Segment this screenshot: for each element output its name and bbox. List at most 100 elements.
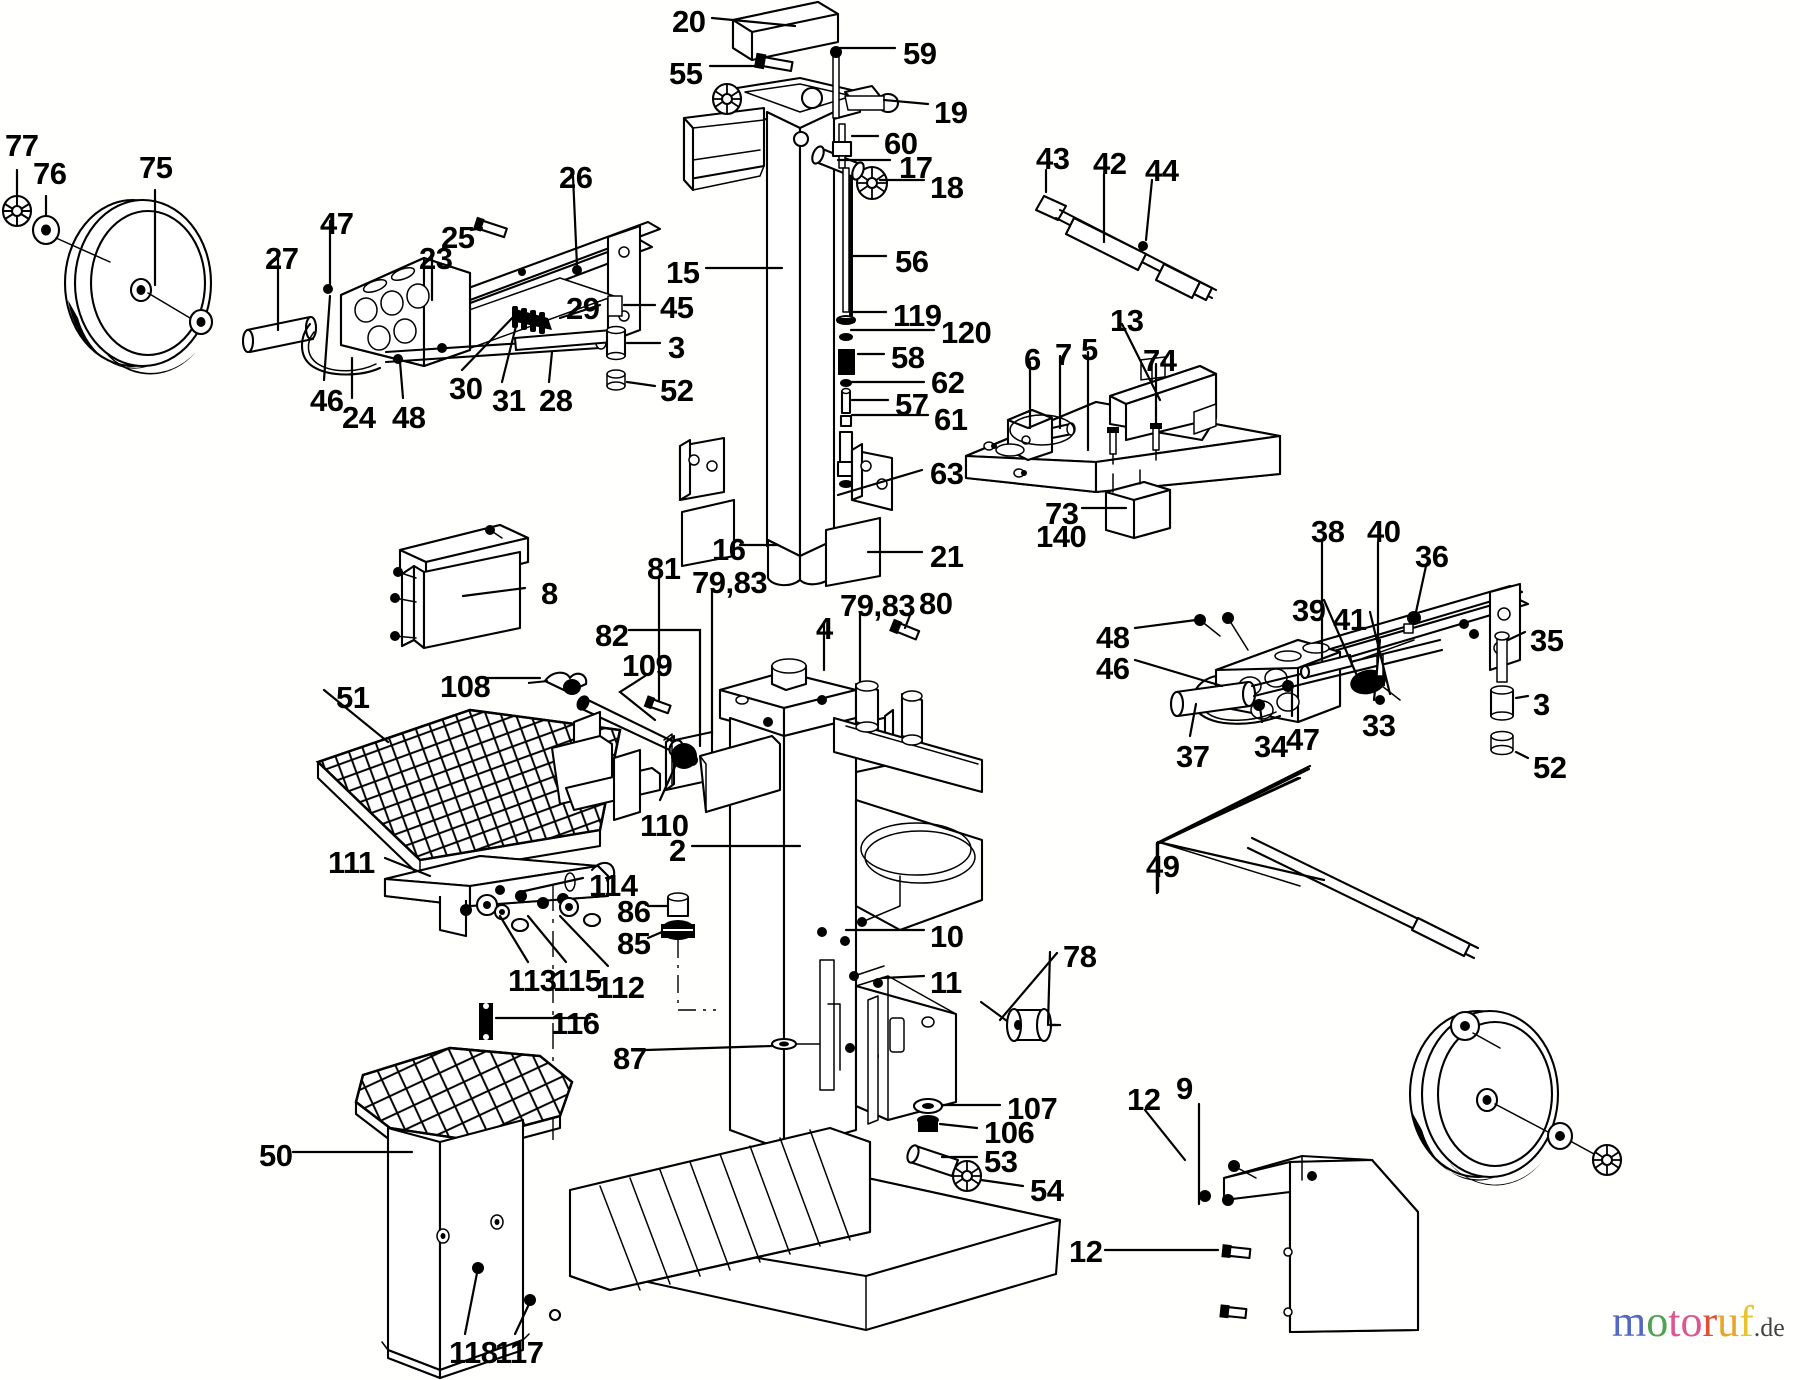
callout-35: 35 [1530, 623, 1564, 658]
callout-9: 9 [1176, 1071, 1193, 1106]
callout-117: 117 [495, 1335, 544, 1370]
callout-73: 73 [1045, 496, 1079, 531]
callout-7: 7 [1055, 337, 1072, 372]
callout-46-left: 46 [310, 383, 344, 418]
callout-46-right: 46 [1096, 651, 1130, 686]
callout-43: 43 [1036, 141, 1070, 176]
valve-handle-assembly-right [1133, 540, 1530, 960]
callout-38: 38 [1311, 514, 1345, 549]
callout-8: 8 [541, 576, 558, 611]
callout-45: 45 [660, 290, 694, 325]
callout-80: 80 [919, 586, 953, 621]
watermark-letter-m: m [1612, 1297, 1647, 1346]
callout-52-right: 52 [1533, 750, 1567, 785]
callout-76: 76 [33, 156, 67, 191]
base-plate-assembly [964, 322, 1282, 540]
callout-118: 118 [449, 1335, 498, 1370]
callout-31: 31 [492, 383, 526, 418]
callout-23: 23 [419, 241, 453, 276]
callout-140: 140 [1036, 519, 1087, 554]
callout-6: 6 [1024, 342, 1041, 377]
callout-24: 24 [342, 400, 376, 435]
callout-75: 75 [139, 150, 173, 185]
callout-15: 15 [666, 255, 700, 290]
callout-44: 44 [1145, 153, 1179, 188]
callout-77: 77 [5, 128, 39, 163]
callout-108: 108 [440, 669, 491, 704]
callout-2: 2 [669, 833, 686, 868]
callout-42: 42 [1093, 146, 1127, 181]
callout-63: 63 [930, 456, 964, 491]
callout-12-lower: 12 [1069, 1234, 1103, 1269]
watermark-letter-r: r [1702, 1297, 1718, 1346]
watermark-suffix: .de [1753, 1313, 1785, 1342]
beam-top-assembly [678, 0, 936, 588]
callout-50: 50 [259, 1138, 293, 1173]
motoruf-watermark: motoruf.de [1612, 1300, 1785, 1344]
callout-78: 78 [1063, 939, 1097, 974]
main-frame-lower [568, 620, 1062, 1332]
callout-4: 4 [816, 611, 833, 646]
callout-54: 54 [1030, 1173, 1064, 1208]
callout-62: 62 [931, 365, 965, 400]
callout-87: 87 [613, 1041, 647, 1076]
callout-48-right: 48 [1096, 620, 1130, 655]
watermark-letter-o1: o [1646, 1297, 1669, 1346]
callout-115: 115 [553, 963, 602, 998]
watermark-letter-u: u [1717, 1297, 1740, 1346]
callout-12-upper: 12 [1127, 1082, 1161, 1117]
watermark-letter-f: f [1739, 1297, 1754, 1346]
callout-111: 111 [328, 845, 375, 880]
callout-116: 116 [551, 1006, 600, 1041]
callout-17: 17 [899, 150, 933, 185]
callout-33: 33 [1362, 708, 1396, 743]
guard-9-assembly [1103, 1102, 1420, 1334]
wheel-assembly-right [1408, 1009, 1623, 1186]
callout-11: 11 [930, 965, 962, 1000]
callout-49: 49 [1146, 849, 1180, 884]
ram-rod-assembly [1034, 168, 1218, 302]
callout-82: 82 [595, 618, 629, 653]
callout-79-83-a: 79,83 [692, 565, 768, 600]
callout-112: 112 [596, 970, 645, 1005]
callout-28: 28 [539, 383, 573, 418]
callout-74: 74 [1143, 343, 1177, 378]
roller-78-and-fasteners [906, 950, 1062, 1193]
valve-handle-assembly-left [241, 174, 662, 400]
callout-5: 5 [1081, 332, 1098, 367]
callout-30: 30 [449, 371, 483, 406]
callout-85: 85 [617, 926, 651, 961]
callout-113: 113 [508, 963, 557, 998]
callout-51: 51 [336, 680, 370, 715]
callout-36: 36 [1415, 539, 1449, 574]
callout-114: 114 [589, 868, 638, 903]
callout-58: 58 [891, 340, 925, 375]
callout-110: 110 [640, 808, 689, 843]
callout-3-left: 3 [668, 330, 685, 365]
callout-39: 39 [1292, 593, 1326, 628]
callout-109: 109 [622, 648, 673, 683]
callout-37: 37 [1176, 739, 1210, 774]
callout-13: 13 [1110, 303, 1144, 338]
callout-21: 21 [930, 539, 964, 574]
callout-79-83-b: 79,83 [840, 588, 916, 623]
bracket-111-assembly [383, 854, 616, 1140]
callout-20: 20 [672, 4, 706, 39]
callout-34: 34 [1254, 729, 1288, 764]
callout-10: 10 [930, 919, 964, 954]
callout-25: 25 [441, 220, 475, 255]
callout-47-left: 47 [320, 206, 354, 241]
callout-52-left: 52 [660, 373, 694, 408]
callout-119: 119 [893, 298, 942, 333]
callout-27: 27 [265, 241, 299, 276]
callout-106: 106 [984, 1115, 1035, 1150]
callout-26: 26 [559, 160, 593, 195]
callout-47-right: 47 [1286, 722, 1320, 757]
callout-56: 56 [895, 244, 929, 279]
callout-81: 81 [647, 551, 681, 586]
callout-120: 120 [941, 315, 992, 350]
stand-50 [291, 1046, 574, 1380]
wheel-assembly-left [1, 168, 214, 375]
callout-107: 107 [1007, 1091, 1058, 1126]
